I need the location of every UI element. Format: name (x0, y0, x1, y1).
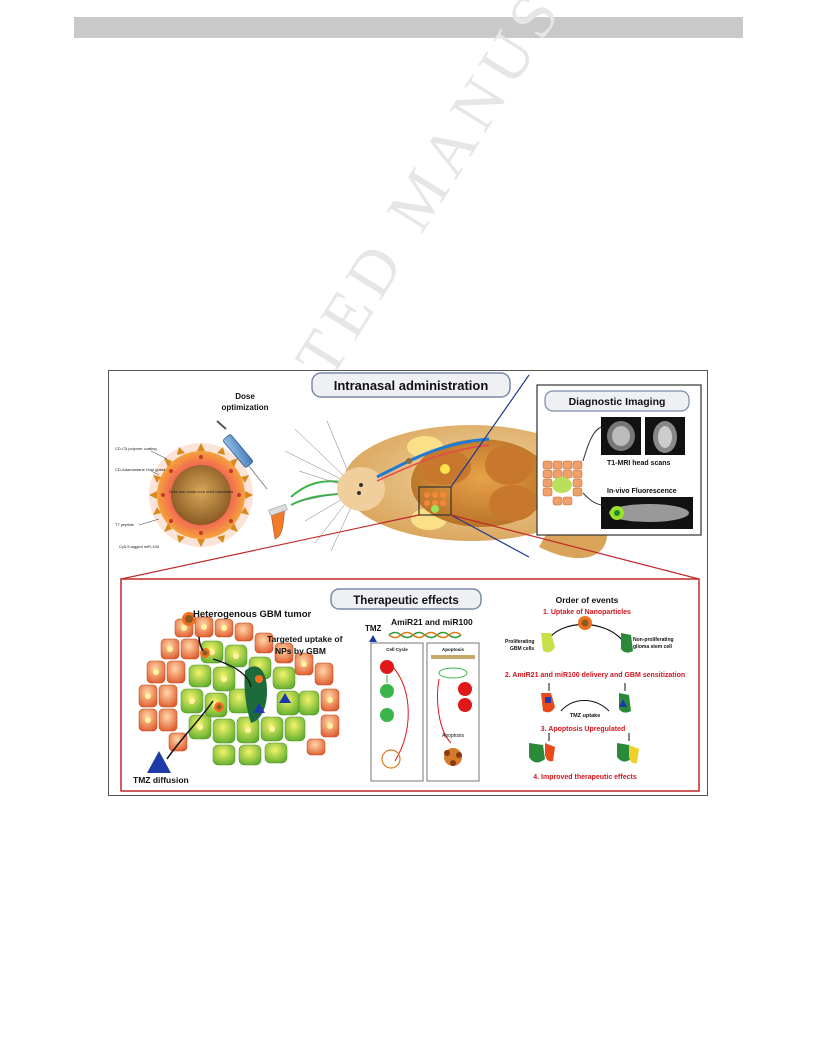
apoptosis-label: Apoptosis (442, 733, 464, 739)
cell-cluster-icon (542, 460, 583, 506)
tmz-triangle (369, 635, 377, 642)
apoptosis-node-1 (458, 682, 472, 696)
tmz-uptake-label: TMZ uptake (570, 713, 601, 719)
tumor-title: Heterogenous GBM tumor (193, 609, 312, 620)
tmz-label: TMZ (365, 624, 382, 633)
step-1: 1. Uptake of Nanoparticles (543, 609, 631, 616)
order-title: Order of events (556, 595, 619, 605)
intranasal-title: Intranasal administration (334, 378, 489, 393)
diagnostic-title: Diagnostic Imaging (569, 396, 666, 408)
proliferating-label-line2: GBM cells (510, 646, 534, 652)
dose-label-line2: optimization (221, 403, 268, 412)
stem-cell-icon (621, 633, 633, 653)
intranasal-title-box (311, 372, 511, 398)
graphical-abstract-figure: Intranasal administration Gold-Iron oxid… (108, 370, 708, 796)
cell-cycle-ring (381, 749, 401, 769)
proliferating-cell-icon (541, 633, 555, 653)
targeted-label-line1: Targeted uptake of (267, 634, 343, 644)
invivo-label: In-vivo Fluorescence (607, 488, 677, 495)
t1-mri-label: T1-MRI head scans (607, 460, 671, 467)
dose-label-line1: Dose (235, 392, 255, 401)
nanoparticle-illustration (149, 443, 253, 547)
header-bar (74, 17, 743, 38)
tmz-diffusion-label: TMZ diffusion (133, 775, 189, 785)
cell-cycle-node-3 (380, 708, 394, 722)
apoptosis-box-label: Apoptosis (442, 647, 464, 652)
stem-label-line1: Non-proliferating (633, 637, 674, 643)
np-cy55-label: Cy5.5 tagged miR-100 (119, 544, 160, 549)
tube-icon (268, 504, 288, 540)
proliferating-label-line1: Proliferating (505, 639, 534, 645)
step-4: 4. Improved therapeutic effects (533, 774, 637, 781)
amir-label: AmiR21 and miR100 (391, 617, 473, 627)
np-coating-label: CD-C5 polymer coating (115, 446, 157, 451)
therapeutic-title: Therapeutic effects (353, 595, 458, 607)
therapeutic-title-box (330, 588, 482, 610)
np-t7-label: T7 peptide (115, 522, 135, 527)
np-adamantane-label: CD-Adamantane Host guest (115, 467, 166, 472)
gbm-tumor-illustration (138, 612, 340, 766)
stem-label-line2: glioma stem cell (633, 644, 673, 650)
cell-cycle-label: Cell Cycle (386, 647, 408, 652)
np-core-label: Gold-Iron oxide core shell nanostars (169, 489, 233, 494)
cell-cycle-panel (370, 642, 424, 782)
apoptosis-node-2 (458, 698, 472, 712)
cell-cycle-node-1 (380, 660, 394, 674)
cell-cycle-node-2 (380, 684, 394, 698)
targeted-label-line2: NPs by GBM (275, 646, 326, 656)
tmz-diffusion-triangle (147, 751, 171, 773)
step-2: 2. AmiR21 and miR100 delivery and GBM se… (505, 672, 685, 679)
mouse-head-illustration (337, 410, 608, 559)
syringe-icon (216, 420, 268, 490)
apoptosis-cell-icon (444, 748, 462, 766)
step-3: 3. Apoptosis Upregulated (541, 726, 626, 733)
figure-svg: Intranasal administration Gold-Iron oxid… (115, 372, 702, 792)
diagnostic-title-box (544, 390, 690, 412)
rna-strand-2 (388, 631, 462, 639)
